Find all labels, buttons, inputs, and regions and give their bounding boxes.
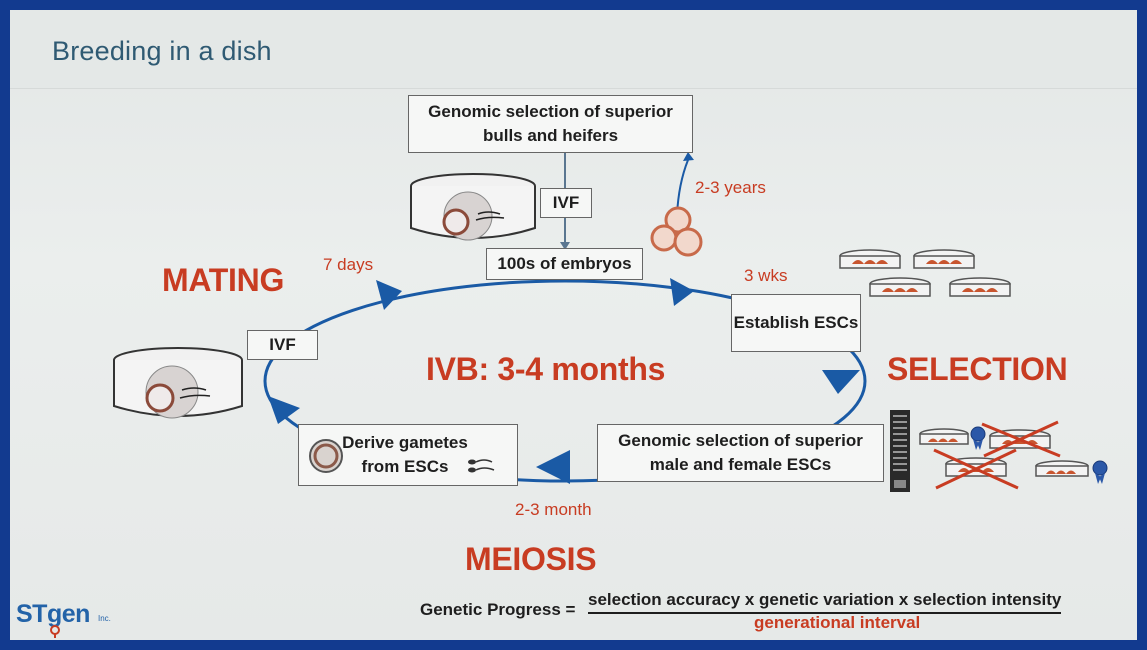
years-arrowhead <box>683 152 694 161</box>
three-wks-label: 3 wks <box>744 266 788 285</box>
genomic-selection-top-box: Genomic selection of superior bulls and … <box>408 95 693 153</box>
genomic-sequencer-selection-icon <box>890 410 1108 492</box>
two-three-years-label: 2-3 years <box>695 178 766 197</box>
ivf-top-box: IVF <box>540 188 592 218</box>
slide: Breeding in a dish Genomic selection of … <box>10 10 1137 640</box>
ivf-left-box: IVF <box>247 330 318 360</box>
rejected-dish <box>981 420 1061 458</box>
logo-pin-icon <box>50 625 60 638</box>
stgen-logo: STgen <box>16 600 90 628</box>
slide-title: Breeding in a dish <box>52 36 272 66</box>
selected-dish <box>919 428 969 445</box>
formula-lhs: Genetic Progress = <box>420 600 576 619</box>
selected-dish <box>1035 460 1089 477</box>
derive-gametes-text: Derive gametes from ESCs <box>342 433 468 476</box>
arrow-mating <box>376 280 402 310</box>
petri-dish-egg-top-icon <box>410 173 536 241</box>
rejected-dish <box>933 448 1019 490</box>
stgen-logo-suffix: Inc. <box>98 614 111 623</box>
formula-denominator: generational interval <box>754 613 921 632</box>
esc-culture-dishes-icon <box>839 249 1011 297</box>
connector-arrowhead <box>560 242 570 250</box>
formula-numerator: selection accuracy x genetic variation x… <box>588 590 1062 614</box>
meiosis-label: MEIOSIS <box>465 541 597 577</box>
culture-dish <box>839 249 901 269</box>
genomic-selection-bottom-box: Genomic selection of superior male and f… <box>597 424 884 482</box>
arrow-selection <box>822 370 860 394</box>
petri-dish-egg-left-icon <box>113 347 243 419</box>
selection-label: SELECTION <box>887 351 1068 387</box>
arrow-meiosis <box>536 450 570 484</box>
arrow-to-ivf <box>268 396 300 424</box>
two-three-month-label: 2-3 month <box>515 500 592 519</box>
mating-label: MATING <box>162 262 285 298</box>
arrow-to-establish <box>670 278 694 306</box>
establish-escs-box: Establish ESCs <box>731 294 861 352</box>
sequencer-server-icon <box>890 410 910 492</box>
egg-cell-icon <box>309 439 343 473</box>
seven-days-label: 7 days <box>323 255 374 274</box>
award-ribbon-icon <box>970 426 986 450</box>
award-ribbon-icon <box>1092 460 1108 484</box>
embryo-cluster-icon <box>650 206 703 257</box>
title-band <box>10 10 1137 89</box>
sperm-icon <box>468 459 495 473</box>
cycle-diagram <box>263 151 867 484</box>
ivb-duration-label: IVB: 3-4 months <box>426 351 666 387</box>
embryos-box: 100s of embryos <box>486 248 643 280</box>
